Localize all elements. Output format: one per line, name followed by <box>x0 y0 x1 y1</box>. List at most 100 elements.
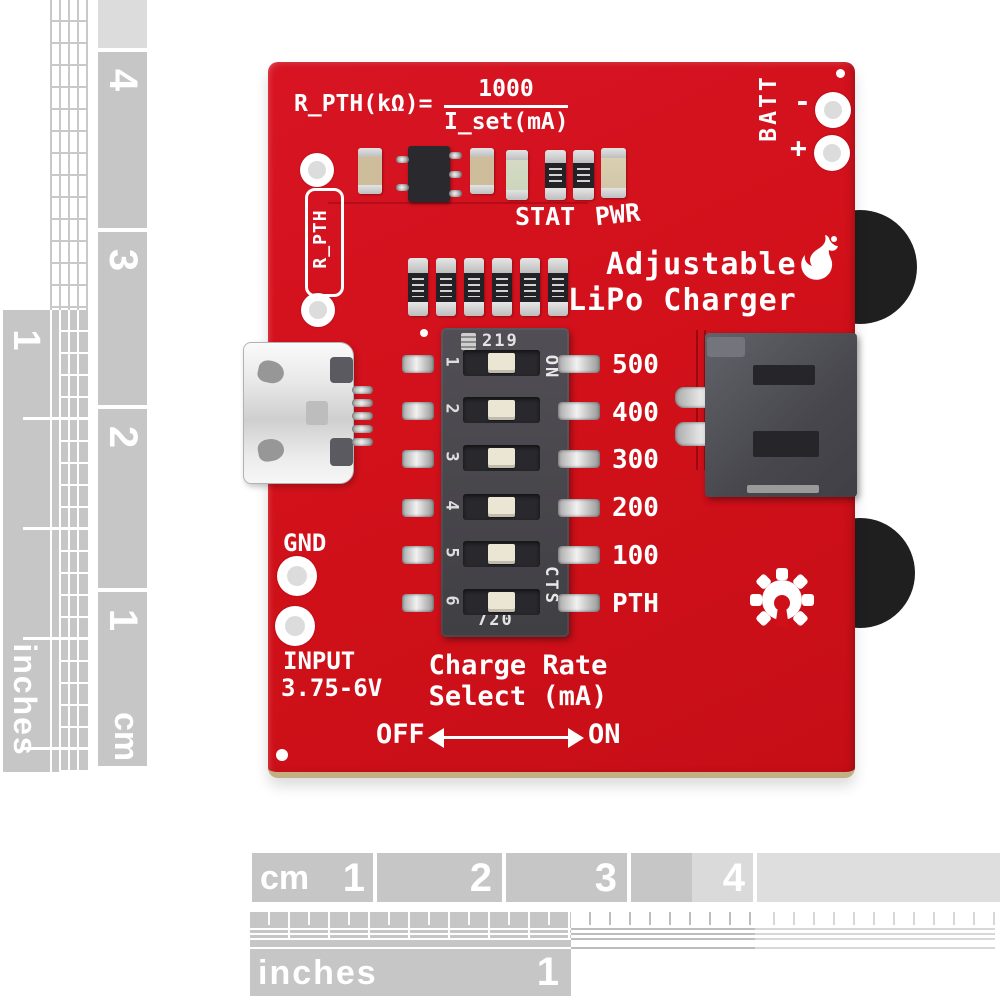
usb-shell-claw-top <box>255 358 287 386</box>
dip-pad-left-5 <box>402 546 434 564</box>
rate-label-400: 400 <box>612 398 659 428</box>
dip-actuator-4[interactable] <box>488 497 515 517</box>
dip-actuator-2[interactable] <box>488 400 515 420</box>
bottom-inches-mark-1: 1 <box>536 950 559 994</box>
dip-number-3: 3 <box>441 451 462 462</box>
mount-hole-left <box>301 293 335 327</box>
dip-slot-4 <box>463 494 540 520</box>
left-cm-ruler: 4 3 2 1 cm <box>98 0 147 766</box>
rate-label-pth: PTH <box>612 589 659 619</box>
left-cm-seg-top <box>98 0 147 48</box>
r-pth-box-label: R_PTH <box>310 209 331 269</box>
r-pth-box <box>305 188 344 297</box>
jst-slot-bottom <box>753 431 819 457</box>
bottom-cm-seg-1: cm 1 <box>252 853 373 902</box>
pcb-board: R_PTH(kΩ)= 1000 I_set(mA) BATT - + STAT … <box>243 62 857 778</box>
dip-switch[interactable]: 219 720 1 2 3 4 5 6 ON CTS <box>441 328 569 637</box>
copper-trace-horizontal <box>328 202 588 204</box>
stat-led <box>506 150 528 200</box>
dip-slot-1 <box>463 350 540 376</box>
dip-actuator-6[interactable] <box>488 592 515 612</box>
usb-anchor-pad-top <box>330 357 353 383</box>
set-resistor-3 <box>464 258 484 316</box>
charger-ic <box>408 146 450 202</box>
left-ruler-fine-ticks <box>50 0 88 310</box>
on-label: ON <box>588 719 621 750</box>
jst-top-notch <box>707 337 745 357</box>
bottom-inches-line-4 <box>250 947 571 949</box>
left-cm-seg-3: 3 <box>98 232 147 405</box>
fiducial-dot-top-right <box>836 69 845 78</box>
left-inches-mark-1: 1 <box>5 329 47 351</box>
bottom-ruler: cm 1 2 3 4 inches 1 <box>0 848 1000 1000</box>
board-title-line1: Adjustable <box>606 247 797 282</box>
dip-slot-2 <box>463 397 540 423</box>
set-resistor-6 <box>548 258 568 316</box>
bottom-inches-unit: inches <box>258 954 378 992</box>
bottom-inches-continuation-light <box>755 912 995 952</box>
off-on-arrow <box>428 728 584 748</box>
dip-number-1: 1 <box>441 356 462 367</box>
input-label-line2: 3.75-6V <box>281 674 383 702</box>
left-cm-mark-3: 3 <box>101 248 145 272</box>
left-cm-seg-4: 4 <box>98 52 147 228</box>
dip-pad-left-4 <box>402 499 434 517</box>
gnd-hole-1 <box>277 556 317 596</box>
bottom-inches-line-3 <box>250 938 571 940</box>
dip-brand-label: CTS <box>541 566 561 606</box>
bottom-inches-ruler: inches 1 <box>250 912 571 996</box>
set-resistor-2 <box>436 258 456 316</box>
rate-label-500: 500 <box>612 350 659 380</box>
arrow-head-right <box>568 728 584 748</box>
set-resistor-5 <box>520 258 540 316</box>
bottom-cm-unit: cm <box>260 859 310 897</box>
board-title-line2: LiPo Charger <box>568 283 797 318</box>
dip-code-bottom: 720 <box>477 610 514 630</box>
input-label-line1: INPUT <box>283 647 356 675</box>
bottom-cm-mark-2: 2 <box>469 856 492 900</box>
bottom-cm-mark-4: 4 <box>722 856 745 900</box>
dip-pad-right-6 <box>558 594 600 612</box>
set-resistor-4 <box>492 258 512 316</box>
dip-slot-5 <box>463 541 540 567</box>
dip-number-5: 5 <box>441 547 462 558</box>
dip-on-label: ON <box>541 354 561 380</box>
rate-label-200: 200 <box>612 493 659 523</box>
usb-pin-1 <box>352 386 373 394</box>
ic-pin-right-2 <box>449 171 462 178</box>
charge-rate-line1: Charge Rate <box>428 650 608 681</box>
bottom-inches-continuation <box>571 912 755 952</box>
bottom-cm-mark-1: 1 <box>342 856 365 900</box>
arrow-head-left <box>428 728 444 748</box>
usb-shell-claw-bottom <box>256 436 286 464</box>
jst-connector[interactable] <box>705 333 857 497</box>
usb-tongue <box>306 401 328 425</box>
jst-bottom-strip <box>747 485 819 493</box>
left-inches-ruler: 1 inches <box>3 310 88 772</box>
dip-actuator-5[interactable] <box>488 544 515 564</box>
dip-actuator-1[interactable] <box>488 353 515 373</box>
usb-pin-4 <box>352 425 373 433</box>
dip-number-6: 6 <box>441 595 462 606</box>
usb-anchor-pad-bottom <box>330 438 353 466</box>
dip-pad-right-4 <box>558 499 600 517</box>
formula-lhs: R_PTH(kΩ)= <box>294 91 433 117</box>
dip-number-4: 4 <box>441 500 462 511</box>
dip-actuator-3[interactable] <box>488 448 515 468</box>
dip-slot-6 <box>463 589 540 615</box>
batt-label: BATT <box>756 74 782 142</box>
usb-pin-3 <box>352 412 373 420</box>
pwr-label: PWR <box>593 197 642 232</box>
jst-slot-top <box>753 365 815 385</box>
gnd-label: GND <box>283 529 327 557</box>
cts-logo-square <box>461 333 476 350</box>
left-cm-seg-1: 1 cm <box>98 592 147 766</box>
formula-numerator: 1000 <box>444 78 568 108</box>
stat-label: STAT <box>515 202 576 231</box>
left-cm-mark-4: 4 <box>101 68 145 92</box>
formula-denominator: I_set(mA) <box>444 109 569 135</box>
pwr-resistor <box>573 150 594 200</box>
left-cm-mark-1: 1 <box>101 608 145 632</box>
ic-pin-left-1 <box>396 156 409 163</box>
